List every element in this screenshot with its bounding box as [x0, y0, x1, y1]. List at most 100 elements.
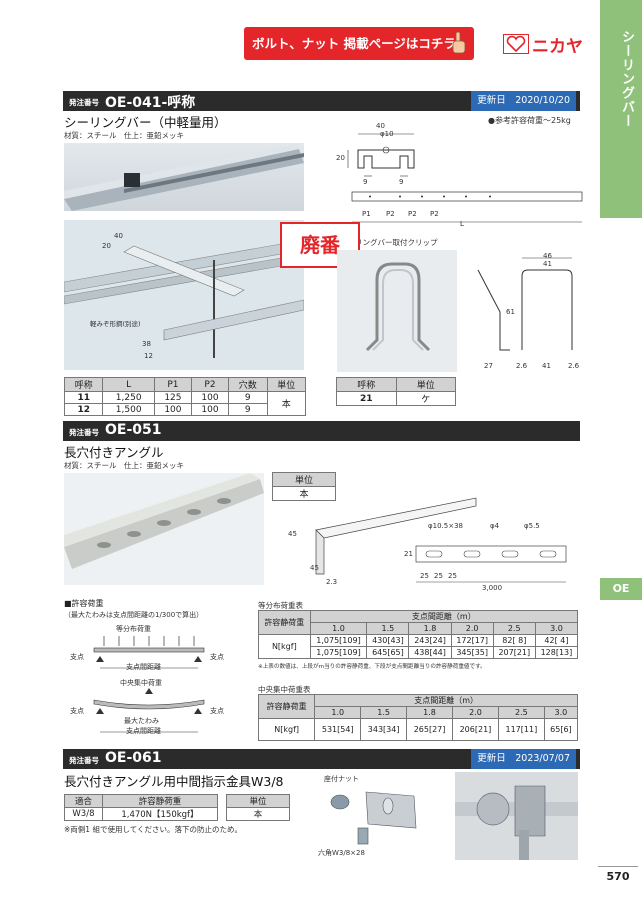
dim-height: 20: [336, 154, 345, 162]
th-col: 1.0: [309, 622, 368, 635]
th-col: 1.8: [408, 622, 452, 635]
support-right: 支点: [210, 653, 224, 661]
dim-p2a: P2: [386, 210, 395, 218]
row-label: N[kgf]: [258, 634, 311, 659]
bolt-label: 六角W3/8×28: [318, 849, 365, 857]
th-allowable: 許容静荷重: [257, 694, 316, 719]
brand-logo: [503, 34, 529, 54]
clip-dim-w1: 46: [543, 252, 552, 260]
cell: 65[6]: [543, 718, 579, 741]
install-dim-d: 38: [142, 340, 151, 348]
bar-dimension-drawing: 40 φ10 20 9 9 P1 P2 P2 P2 L: [330, 120, 590, 230]
section-index-tab[interactable]: OE: [600, 578, 642, 600]
installation-drawing: 40 20 軽みぞ形鋼(別途) 38 12: [63, 220, 305, 370]
usage-note: ※両側1 組で使用してください。落下の防止のため。: [64, 825, 242, 834]
cell-fit: W3/8: [64, 807, 103, 821]
dim-length: 3,000: [482, 584, 503, 592]
cell: 430[43]: [366, 634, 410, 647]
th-col: 3.0: [543, 706, 579, 719]
th-allowable: 許容静荷重: [258, 610, 311, 635]
product-code: OE-041-呼称: [105, 95, 196, 111]
nut-label: 座付ナット: [324, 775, 359, 783]
th-col: 2.5: [492, 622, 536, 635]
product-title: 長穴付きアングル: [64, 445, 164, 460]
cell: 1,075[109]: [309, 646, 368, 659]
dim-b2: 9: [399, 178, 404, 186]
cell-unit: 本: [266, 391, 307, 416]
banner-text: ボルト、ナット 掲載ページはコチラ: [252, 36, 456, 51]
cell: 531[54]: [314, 718, 362, 741]
th-span: 支点間距離（m）: [314, 694, 578, 707]
cell-name: 21: [336, 391, 397, 406]
clip-title: シーリングバー取付クリップ: [340, 238, 438, 247]
table-row: N[kgf] 1,075[109] 430[43] 243[24] 172[17…: [258, 634, 579, 659]
cell: 42[ 4]: [534, 634, 579, 647]
cell: 438[44]: [408, 646, 452, 659]
product-title: 長穴付きアングル用中間指示金具W3/8: [64, 774, 284, 789]
cell: 82[ 8]: [492, 634, 536, 647]
install-dim-e: 12: [144, 352, 153, 360]
dim-h21: 21: [404, 550, 413, 558]
center-load-diagram: 中央集中荷重 支点 支点 最大たわみ 支点間距離: [64, 676, 254, 742]
distributed-load-diagram: 等分布荷重 支点 支点 支点間距離: [64, 622, 254, 680]
max-deflection-label: 最大たわみ: [124, 717, 159, 725]
oe051-unit-table: 単位 本: [272, 472, 336, 501]
side-category-tab: [600, 0, 642, 218]
dim-p3: 25: [448, 572, 457, 580]
cell-name: 12: [63, 403, 104, 416]
cell: 345[35]: [450, 646, 494, 659]
clip-dim-h: 61: [506, 308, 515, 316]
th-col: 1.5: [366, 622, 410, 635]
load-note: ●参考許容荷重〜25kg: [488, 116, 571, 125]
allowable-load-note: （最大たわみは支点間距離の1/300で算出）: [64, 611, 204, 619]
clip-dim-c: 41: [542, 362, 551, 370]
bolt-nut-link-banner[interactable]: ボルト、ナット 掲載ページはコチラ: [244, 27, 474, 60]
side-category-label: シーリングバー: [619, 30, 634, 128]
cell: 645[65]: [366, 646, 410, 659]
th-name: 呼称: [63, 377, 104, 392]
clip-dim-d: 2.6: [568, 362, 580, 370]
support-left: 支点: [70, 653, 84, 661]
cell: 172[17]: [450, 634, 494, 647]
distributed-load-table: 許容静荷重 支点間距離（m） 1.0 1.5 1.8 2.0 2.5 3.0 N…: [258, 610, 579, 659]
cell: 243[24]: [408, 634, 452, 647]
oe041-spec-table: 呼称 L P1 P2 穴数 単位 11 1,250 125 100 9 本 12…: [63, 377, 307, 416]
center-load-table: 許容静荷重 支点間距離（m） 1.0 1.5 1.8 2.0 2.5 3.0 N…: [257, 694, 579, 741]
th-unit: 単位: [266, 377, 307, 392]
cell: 117[11]: [497, 718, 545, 741]
product-code: OE-061: [105, 750, 162, 766]
dim-width: 40: [376, 122, 385, 130]
product-code: OE-051: [105, 422, 162, 438]
th-fit: 適合: [64, 794, 103, 808]
table-row: 21 ケ: [336, 391, 456, 406]
cell-p2: 100: [190, 391, 230, 404]
th-p1: P1: [153, 377, 192, 392]
dim-p1: P1: [362, 210, 371, 218]
span-label: 支点間距離: [126, 663, 161, 671]
material-info: 材質：スチール 仕上：亜鉛メッキ: [64, 461, 184, 470]
bracket-install-photo: [455, 772, 578, 860]
dist-table-title: 等分布荷重表: [258, 601, 303, 610]
clip-dim-b: 2.6: [516, 362, 528, 370]
clip-photo: [337, 250, 457, 372]
th-unit: 単位: [395, 377, 456, 392]
update-date: 更新日 2020/10/20: [471, 91, 576, 111]
brand-name: ニカヤ: [532, 37, 583, 57]
th-length: L: [102, 377, 155, 392]
table-row: N[kgf] 531[54] 343[34] 265[27] 206[21] 1…: [257, 718, 579, 741]
clip-dimension-drawing: 46 41 61 27 2.6 41 2.6: [470, 252, 585, 374]
th-col: 1.0: [314, 706, 362, 719]
center-table-title: 中央集中荷重表: [258, 685, 311, 694]
th-holes: 穴数: [228, 377, 268, 392]
clip-dim-w2: 41: [543, 260, 552, 268]
dim-p2b: P2: [408, 210, 417, 218]
material-info: 材質：スチール 仕上：亜鉛メッキ: [64, 131, 184, 140]
cell-unit: 本: [226, 807, 290, 821]
cell-unit: ケ: [395, 391, 456, 406]
th-allowable: 許容静荷重: [101, 794, 219, 808]
th-col: 2.0: [450, 622, 494, 635]
th-col: 2.0: [452, 706, 499, 719]
table-row: 1,075[109] 645[65] 438[44] 345[35] 207[2…: [259, 646, 579, 659]
cell-name: 11: [63, 391, 104, 404]
cell-p1: 125: [153, 391, 192, 404]
